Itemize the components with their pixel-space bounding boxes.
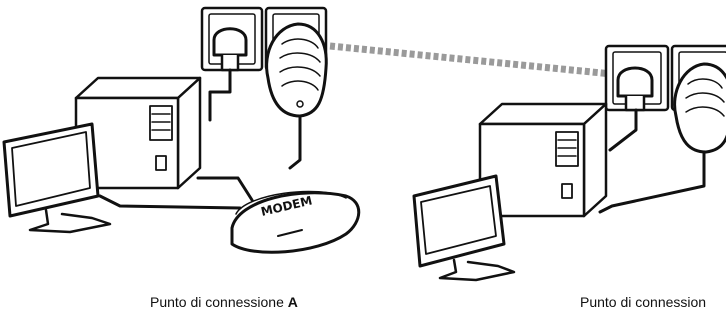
monitor-icon xyxy=(4,124,110,232)
connection-point-a-caption: Punto di connessione A xyxy=(150,294,298,310)
powerline-adapter-icon xyxy=(675,64,726,152)
caption-b-text: Punto di connession xyxy=(580,294,706,310)
powerline-link xyxy=(330,46,612,74)
caption-a-letter: A xyxy=(288,294,298,310)
caption-a-prefix: Punto di connessione xyxy=(150,294,288,310)
powerline-adapter-icon xyxy=(267,24,327,116)
monitor-icon xyxy=(414,176,514,280)
connection-point-b-caption: Punto di connession xyxy=(580,294,706,310)
